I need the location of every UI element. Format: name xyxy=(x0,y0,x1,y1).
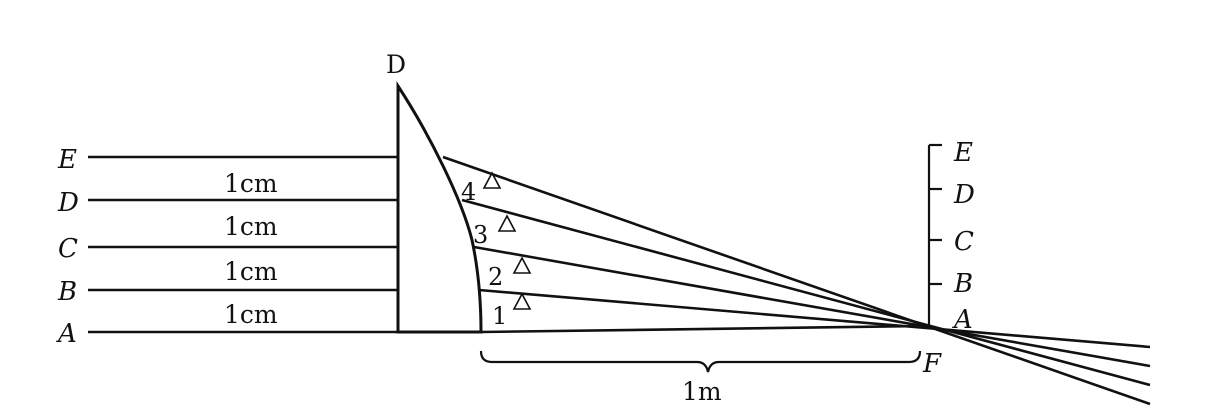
left-label-a: A xyxy=(56,319,77,349)
prism-triangle-4 xyxy=(482,171,502,189)
prism-label-3: 3 xyxy=(473,221,488,249)
right-label-b: B xyxy=(953,269,973,299)
ray-a-refracted xyxy=(480,324,926,334)
right-label-d: D xyxy=(953,180,975,210)
distance-brace xyxy=(479,350,922,373)
right-label-e: E xyxy=(953,138,973,168)
incoming-rays xyxy=(88,155,398,334)
lens-top-label: D xyxy=(386,50,406,79)
ray-b-refracted xyxy=(478,288,1151,349)
prism-triangle-2 xyxy=(512,256,532,274)
prism-label-4: 4 xyxy=(461,178,476,206)
distance-label: 1m xyxy=(682,377,722,406)
refracted-rays xyxy=(442,155,1151,406)
right-label-a: A xyxy=(952,305,973,335)
prism-triangle-1 xyxy=(512,292,532,310)
prism-triangles xyxy=(482,171,532,310)
prism-label-2: 2 xyxy=(488,263,503,291)
spacing-label-cb: 1cm xyxy=(224,257,278,286)
focus-label: F xyxy=(922,349,942,379)
spacing-label-dc: 1cm xyxy=(224,212,278,241)
spacing-label-ed: 1cm xyxy=(224,169,278,198)
left-label-d: D xyxy=(57,188,79,218)
half-lens xyxy=(396,80,483,334)
ray-d-refracted xyxy=(461,198,1151,387)
right-label-c: C xyxy=(954,227,974,257)
ray-c-refracted xyxy=(473,245,1151,368)
left-label-c: C xyxy=(58,234,78,264)
prism-triangle-3 xyxy=(497,214,517,232)
left-label-b: B xyxy=(57,277,77,307)
prism-label-1: 1 xyxy=(492,302,507,330)
ray-e-refracted xyxy=(442,155,1151,406)
right-scale xyxy=(927,143,942,326)
left-label-e: E xyxy=(57,145,77,175)
spacing-label-ba: 1cm xyxy=(224,300,278,329)
